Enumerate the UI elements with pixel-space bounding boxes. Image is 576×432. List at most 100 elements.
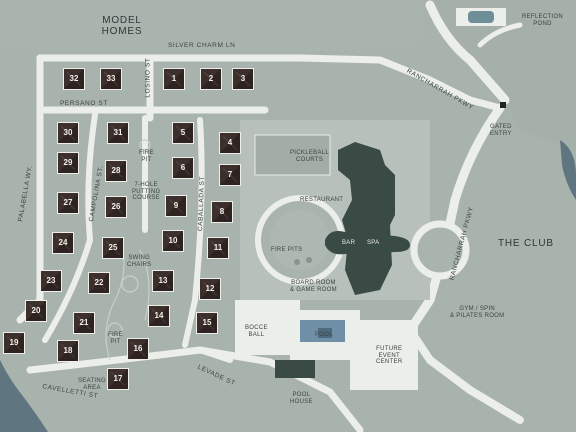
lot-roof (57, 192, 79, 214)
lot-roof (162, 230, 184, 252)
lot-number: 28 (111, 166, 121, 175)
home-lot-4[interactable]: 4 (219, 132, 241, 154)
home-lot-28[interactable]: 28 (105, 160, 127, 182)
lot-roof (199, 278, 221, 300)
the-club-label: THE CLUB (498, 238, 554, 249)
lot-roof (52, 232, 74, 254)
lot-roof (148, 305, 170, 327)
lot-number: 23 (46, 276, 56, 285)
home-lot-31[interactable]: 31 (107, 122, 129, 144)
putting-course-label: 7-HOLE PUTTING COURSE (132, 182, 161, 202)
lot-number: 21 (79, 318, 89, 327)
lot-roof (63, 68, 85, 90)
silver-charm-ln-label: SILVER CHARM LN (168, 42, 236, 49)
lot-roof (88, 272, 110, 294)
lot-number: 8 (219, 207, 225, 216)
lot-roof (3, 332, 25, 354)
home-lot-32[interactable]: 32 (63, 68, 85, 90)
lot-roof (165, 195, 187, 217)
lot-number: 20 (31, 306, 41, 315)
lot-number: 16 (133, 344, 143, 353)
lot-number: 33 (106, 74, 116, 83)
home-lot-20[interactable]: 20 (25, 300, 47, 322)
board-room-label: BOARD ROOM & GAME ROOM (290, 280, 337, 293)
home-lot-13[interactable]: 13 (152, 270, 174, 292)
lot-number: 31 (113, 128, 123, 137)
home-lot-9[interactable]: 9 (165, 195, 187, 217)
lot-roof (219, 164, 241, 186)
lot-number: 32 (69, 74, 79, 83)
lot-number: 10 (168, 236, 178, 245)
pickleball-courts-label: PICKLEBALL COURTS (290, 150, 330, 163)
home-lot-19[interactable]: 19 (3, 332, 25, 354)
lot-roof (107, 122, 129, 144)
lot-number: 14 (154, 311, 164, 320)
home-lot-6[interactable]: 6 (172, 157, 194, 179)
lot-number: 3 (240, 74, 246, 83)
gym-label: GYM / SPIN & PILATES ROOM (450, 306, 505, 319)
home-lot-23[interactable]: 23 (40, 270, 62, 292)
home-lot-5[interactable]: 5 (172, 122, 194, 144)
lot-number: 25 (108, 243, 118, 252)
lot-number: 17 (113, 374, 123, 383)
lot-roof (105, 160, 127, 182)
home-lot-2[interactable]: 2 (200, 68, 222, 90)
losino-st-label: LOSINO ST (144, 57, 152, 98)
home-lot-7[interactable]: 7 (219, 164, 241, 186)
lot-roof (57, 340, 79, 362)
lot-roof (172, 122, 194, 144)
home-lot-16[interactable]: 16 (127, 338, 149, 360)
home-lot-3[interactable]: 3 (232, 68, 254, 90)
home-lot-24[interactable]: 24 (52, 232, 74, 254)
pool-label: POOL (315, 332, 333, 338)
home-lot-11[interactable]: 11 (207, 237, 229, 259)
home-lot-30[interactable]: 30 (57, 122, 79, 144)
home-lot-14[interactable]: 14 (148, 305, 170, 327)
home-lot-8[interactable]: 8 (211, 201, 233, 223)
home-lot-25[interactable]: 25 (102, 237, 124, 259)
lot-roof (196, 312, 218, 334)
restaurant-label: RESTAURANT (300, 197, 344, 203)
fire-pit-label-2: FIRE PIT (108, 332, 123, 345)
home-lot-21[interactable]: 21 (73, 312, 95, 334)
persano-st-label: PERSANO ST (60, 100, 108, 107)
home-lot-29[interactable]: 29 (57, 152, 79, 174)
lot-roof (207, 237, 229, 259)
spa-label: SPA (367, 240, 380, 246)
lot-number: 26 (111, 202, 121, 211)
lot-roof (102, 237, 124, 259)
lot-roof (163, 68, 185, 90)
swing-chairs-label: SWING CHAIRS (127, 255, 152, 268)
home-lot-27[interactable]: 27 (57, 192, 79, 214)
home-lot-15[interactable]: 15 (196, 312, 218, 334)
lot-number: 18 (63, 346, 73, 355)
reflection-pond-label: REFLECTION POND (522, 14, 564, 27)
lot-number: 15 (202, 318, 212, 327)
lot-roof (232, 68, 254, 90)
lot-number: 27 (63, 198, 73, 207)
lot-number: 7 (227, 170, 233, 179)
lot-number: 13 (158, 276, 168, 285)
bar-label: BAR (342, 240, 356, 246)
home-lot-22[interactable]: 22 (88, 272, 110, 294)
home-lot-10[interactable]: 10 (162, 230, 184, 252)
home-lot-12[interactable]: 12 (199, 278, 221, 300)
pool-house-label: POOL HOUSE (290, 392, 313, 405)
home-lot-17[interactable]: 17 (107, 368, 129, 390)
bocce-ball-label: BOCCE BALL (245, 325, 268, 338)
home-lot-33[interactable]: 33 (100, 68, 122, 90)
lot-roof (100, 68, 122, 90)
lot-roof (57, 122, 79, 144)
home-lot-26[interactable]: 26 (105, 196, 127, 218)
lot-roof (107, 368, 129, 390)
model-homes-label: MODEL HOMES (101, 15, 143, 37)
lot-roof (211, 201, 233, 223)
lot-roof (172, 157, 194, 179)
fire-pits-label: FIRE PITS (271, 247, 303, 253)
lot-number: 22 (94, 278, 104, 287)
home-lot-18[interactable]: 18 (57, 340, 79, 362)
seating-area-label: SEATING AREA (78, 378, 106, 391)
home-lot-1[interactable]: 1 (163, 68, 185, 90)
